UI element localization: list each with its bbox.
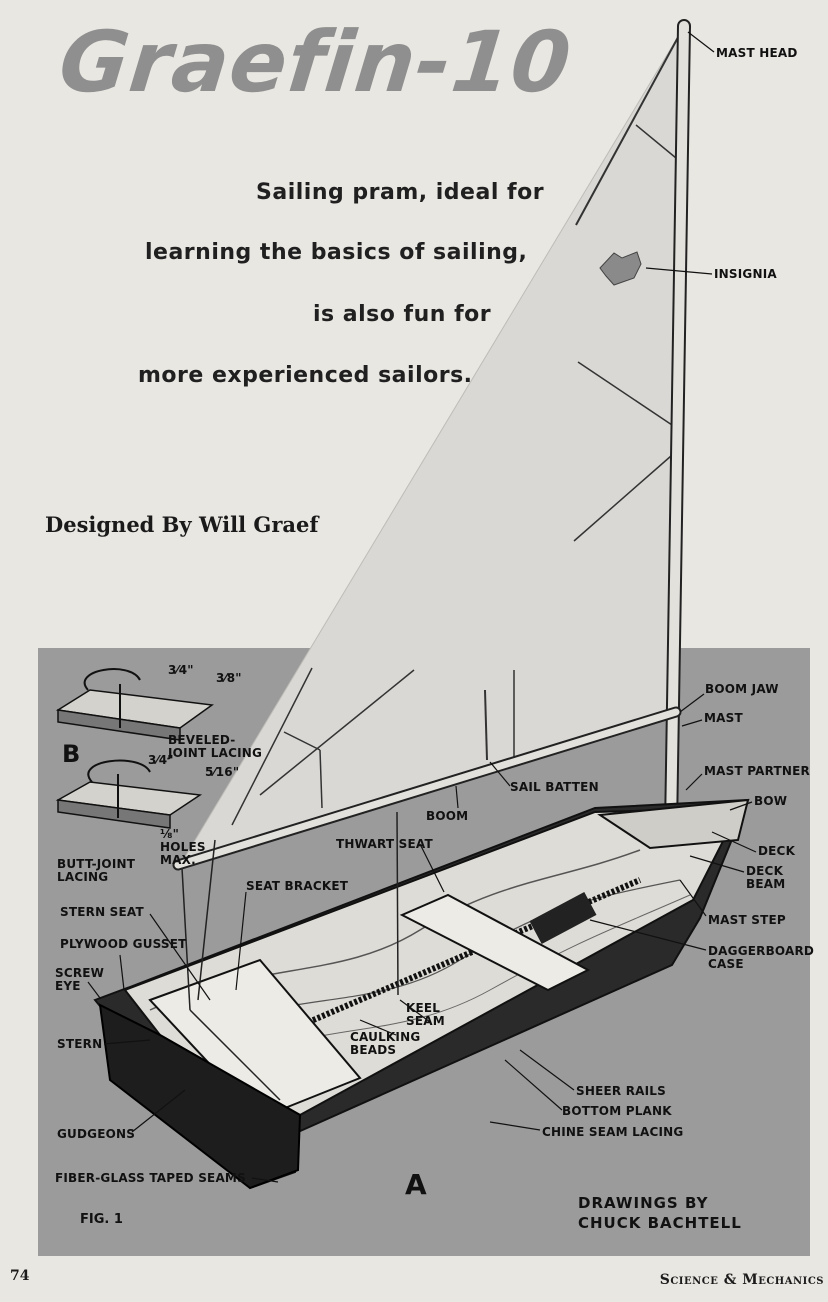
label-deck-beam: DECK BEAM (746, 864, 786, 891)
detail-label-b: B (62, 740, 81, 768)
mainsheet-line (197, 839, 216, 1001)
label-gudgeons: GUDGEONS (57, 1127, 136, 1141)
label-mast: MAST (704, 711, 743, 725)
dimension-three-eighths: 3⁄8" (216, 671, 242, 685)
detail-b-beveled-joint (55, 668, 214, 741)
daggerboard-case (529, 891, 597, 945)
label-mast-step: MAST STEP (708, 913, 786, 927)
batten-line (573, 455, 672, 542)
label-screw-eye: SCREW EYE (55, 966, 105, 993)
detail-label-a: A (405, 1168, 427, 1201)
batten-line (635, 124, 677, 159)
label-sail-batten: SAIL BATTEN (510, 780, 599, 794)
label-plywood-gusset: PLYWOOD GUSSET (60, 937, 187, 951)
label-bottom-plank: BOTTOM PLANK (562, 1104, 672, 1118)
label-caulking-beads: CAULKING BEADS (350, 1030, 421, 1057)
insignia-star-icon (599, 251, 642, 286)
sail-leech-line (575, 29, 683, 226)
batten-line (259, 669, 415, 796)
drawing-credit: DRAWINGS BY CHUCK BACHTELL (578, 1193, 742, 1233)
magazine-name: Science & Mechanics (659, 1272, 824, 1288)
label-insignia: INSIGNIA (714, 267, 777, 281)
tagline-line-1: Sailing pram, ideal for (256, 180, 545, 205)
label-seat-bracket: SEAT BRACKET (246, 879, 349, 893)
stern-transom (98, 1003, 302, 1190)
label-keel-seam: KEEL SEAM (406, 1001, 445, 1028)
label-boom: BOOM (426, 809, 469, 823)
dimension-three-quarter-bottom: 3⁄4" (148, 753, 174, 767)
mainsheet-line (181, 867, 191, 1011)
dimension-five-sixteenths: 5⁄16" (205, 765, 240, 779)
dimension-three-quarter-top: 3⁄4" (168, 663, 194, 677)
page-number: 74 (10, 1268, 30, 1284)
label-mast-partner: MAST PARTNER (704, 764, 810, 778)
credit-line-1: DRAWINGS BY (578, 1194, 709, 1212)
label-mast-head: MAST HEAD (716, 46, 798, 60)
byline: Designed By Will Graef (45, 512, 319, 537)
batten-line (283, 731, 321, 751)
batten-line (319, 749, 323, 809)
label-sheer-rails: SHEER RAILS (576, 1084, 666, 1098)
boom (174, 708, 680, 869)
batten-line (577, 361, 673, 426)
label-stern-seat: STERN SEAT (60, 905, 144, 919)
label-chine-seam-lacing: CHINE SEAM LACING (542, 1125, 684, 1139)
batten-line (231, 667, 313, 826)
label-deck: DECK (758, 844, 796, 858)
label-fiber-glass-taped-seams: FIBER-GLASS TAPED SEAMS (55, 1171, 246, 1185)
label-holes-max: ⅛" HOLES MAX. (160, 827, 206, 867)
mast (665, 21, 689, 895)
label-butt-joint-lacing: BUTT-JOINT LACING (57, 857, 136, 884)
detail-b-butt-joint (55, 759, 203, 829)
tagline-line-4: more experienced sailors. (138, 363, 473, 388)
figure-number: FIG. 1 (80, 1212, 123, 1227)
label-stern: STERN (57, 1037, 103, 1051)
label-daggerboard-case: DAGGERBOARD CASE (708, 944, 815, 971)
label-thwart-seat: THWART SEAT (336, 837, 433, 851)
label-boom-jaw: BOOM JAW (705, 682, 779, 696)
tagline-line-2: learning the basics of sailing, (145, 240, 528, 265)
batten-line (484, 689, 488, 761)
credit-line-2: CHUCK BACHTELL (578, 1214, 742, 1232)
label-bow: BOW (754, 794, 788, 808)
mainsheet-line (396, 811, 399, 996)
tagline-line-3: is also fun for (313, 302, 492, 327)
callout-leaders (87, 31, 757, 1183)
thwart-seat (399, 893, 591, 992)
bow-deck (597, 798, 750, 850)
label-beveled-joint-lacing: BEVELED-JOINT LACING (168, 733, 263, 760)
mainsheet-line (189, 1009, 281, 1101)
